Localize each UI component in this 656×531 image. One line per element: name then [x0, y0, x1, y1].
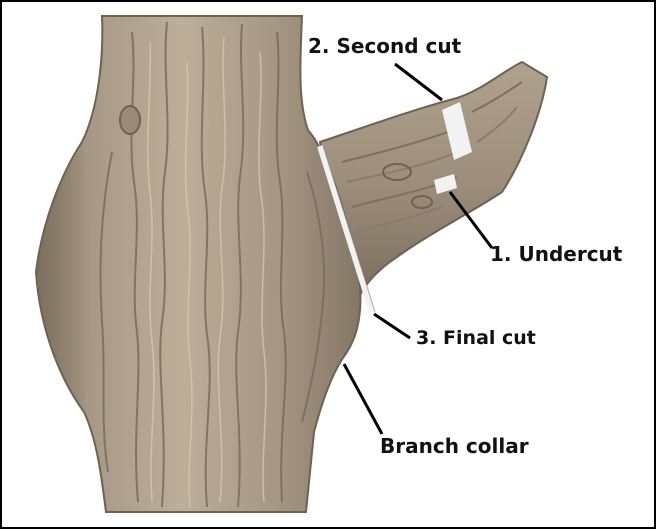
tree-trunk	[36, 16, 360, 512]
label-final-cut: 3. Final cut	[416, 329, 536, 348]
label-undercut: 1. Undercut	[490, 244, 622, 264]
callout-line-second-cut	[395, 64, 442, 100]
label-branch-collar: Branch collar	[380, 436, 529, 456]
callout-line-branch-collar	[344, 364, 382, 434]
label-second-cut: 2. Second cut	[308, 36, 461, 56]
callout-line-final-cut	[374, 314, 410, 338]
